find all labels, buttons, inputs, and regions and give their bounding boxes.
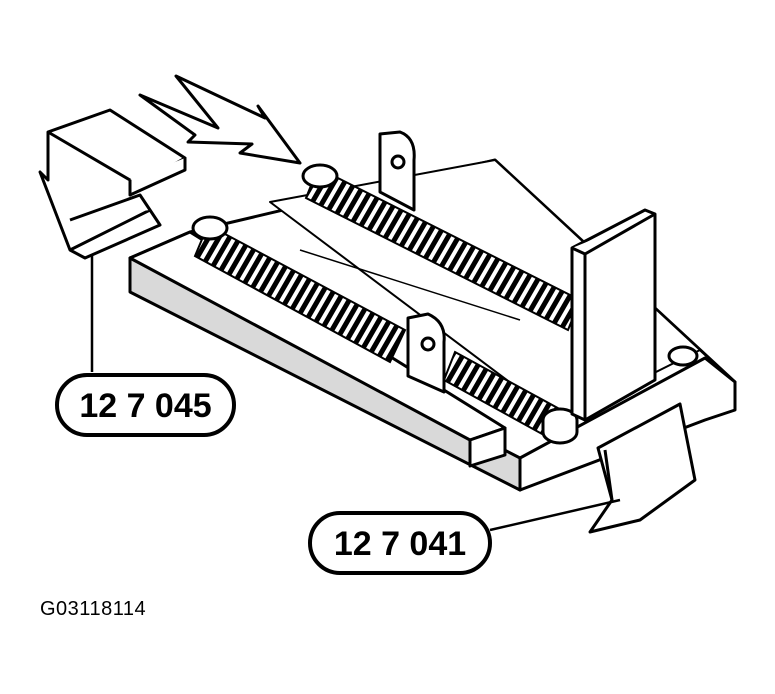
upper-spring [304, 166, 582, 332]
callout-12-7-041: 12 7 041 [308, 511, 492, 575]
direction-arrow [138, 74, 302, 165]
spring-pins [191, 163, 699, 445]
tool-12-7-045 [38, 108, 187, 260]
callout-12-7-045: 12 7 045 [55, 373, 236, 437]
callout-label-12-7-045: 12 7 045 [79, 387, 211, 425]
upright-plate [570, 208, 657, 422]
mounting-tabs [378, 130, 446, 394]
leader-lines [90, 255, 621, 532]
callout-label-12-7-041: 12 7 041 [334, 525, 466, 563]
figure-id: G03118114 [40, 598, 147, 620]
